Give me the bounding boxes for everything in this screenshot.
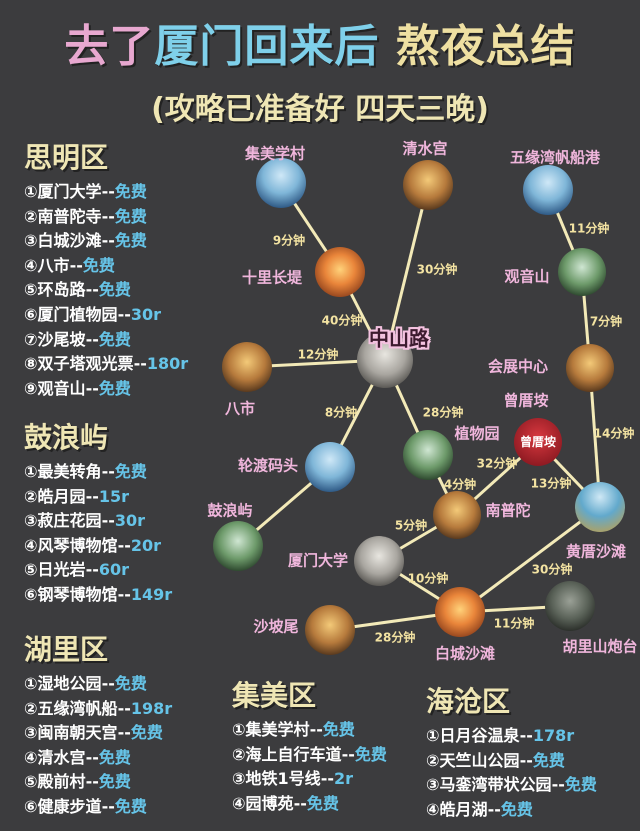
list-item: ①厦门大学--免费 [24, 182, 147, 201]
time-label: 9分钟 [272, 233, 306, 248]
list-item: ④清水宫--免费 [24, 747, 131, 767]
node-label-qingshui: 清水宫 [402, 139, 448, 158]
node-label-huangcuo: 黄厝沙滩 [565, 542, 627, 561]
time-label: 30分钟 [416, 262, 458, 277]
photo-lundu [305, 442, 355, 492]
list-item: ⑦沙尾坡--免费 [24, 329, 131, 349]
node-label-lundu: 轮渡码头 [237, 456, 299, 475]
list-item: ⑤殿前村--免费 [24, 772, 131, 792]
node-label-shili: 十里长堤 [241, 268, 303, 287]
list-item: ④皓月湖--免费 [426, 799, 533, 819]
time-label: 11分钟 [493, 616, 535, 631]
photo-shapowei [305, 605, 355, 655]
list-item: ③菽庄花园--30r [24, 511, 145, 531]
photo-nanputuo [433, 491, 481, 539]
district-title: 鼓浪屿 [24, 421, 109, 454]
node-label-zengcuoan: 曾厝垵 [503, 391, 549, 410]
list-item: ④八市--免费 [24, 255, 115, 275]
district-title: 思明区 [24, 141, 109, 174]
photo-huangcuo [575, 482, 625, 532]
svg-text:曾厝垵: 曾厝垵 [520, 434, 556, 449]
time-label: 8分钟 [324, 405, 358, 420]
node-label-hulishan: 胡里山炮台 [562, 637, 638, 656]
time-label: 14分钟 [593, 426, 635, 441]
district-huli: 湖里区 ①湿地公园--免费 ②五缘湾帆船--198r ③闽南朝天宫--免费 ④清… [24, 628, 172, 820]
node-label-guanyin: 观音山 [504, 267, 550, 286]
district-haicang: 海沧区 ①日月谷温泉--178r ②天竺山公园--免费 ③马銮湾带状公园--免费… [426, 680, 597, 822]
photo-zengcuoan [514, 418, 562, 466]
list-item: ②皓月园--15r [24, 486, 129, 506]
page-subtitle: (攻略已准备好 四天三晚) [151, 92, 489, 127]
hub-label: 中山路 [369, 326, 429, 351]
list-item: ②天竺山公园--免费 [426, 750, 565, 770]
list-item: ⑤日光岩--60r [24, 560, 129, 580]
time-label: 13分钟 [530, 476, 572, 491]
list-item: ④园博苑--免费 [232, 793, 339, 813]
list-item: ⑤环岛路--免费 [24, 280, 131, 300]
district-title: 海沧区 [426, 685, 511, 718]
time-label: 40分钟 [321, 313, 363, 328]
list-item: ①日月谷温泉--178r [426, 726, 575, 745]
photo-guanyin [558, 248, 606, 296]
title-part-2: 厦门回来后 [154, 21, 380, 72]
list-item: ②南普陀寺--免费 [24, 206, 147, 226]
time-label: 12分钟 [297, 347, 339, 362]
photo-qingshui [403, 160, 453, 210]
time-label: 4分钟 [443, 477, 477, 492]
photo-jimei [256, 158, 306, 208]
time-label: 11分钟 [568, 221, 610, 236]
photo-wuyuan [523, 165, 573, 215]
district-jimei: 集美区 ①集美学村--免费 ②海上自行车道--免费 ③地铁1号线--2r ④园博… [232, 674, 387, 816]
list-item: ⑨观音山--免费 [24, 378, 131, 398]
list-item: ②五缘湾帆船--198r [24, 698, 173, 718]
time-label: 28分钟 [374, 630, 416, 645]
time-label: 30分钟 [531, 562, 573, 577]
node-label-zhiwu: 植物园 [454, 424, 500, 443]
photo-shili [315, 247, 365, 297]
list-item: ③马銮湾带状公园--免费 [426, 775, 597, 795]
node-label-baicheng: 白城沙滩 [434, 644, 496, 663]
time-label: 10分钟 [407, 571, 449, 586]
list-item: ⑥健康步道--免费 [24, 796, 147, 816]
node-label-nanputuo: 南普陀 [485, 501, 531, 520]
time-label: 28分钟 [422, 405, 464, 420]
title-part-1: 去了 [64, 21, 155, 72]
photo-baicheng [435, 587, 485, 637]
node-label-shapowei: 沙坡尾 [253, 617, 299, 636]
list-item: ③白城沙滩--免费 [24, 231, 147, 251]
photo-circles [213, 158, 625, 655]
photo-bashi [222, 342, 272, 392]
list-item: ③闽南朝天宫--免费 [24, 723, 163, 743]
list-item: ④风琴博物馆--20r [24, 535, 161, 555]
node-label-xiada: 厦门大学 [287, 551, 349, 570]
list-item: ⑧双子塔观光票--180r [24, 354, 189, 374]
node-label-gulang: 鼓浪屿 [207, 501, 253, 520]
node-label-wuyuan: 五缘湾帆船港 [509, 148, 601, 167]
district-gulangyu: 鼓浪屿 ①最美转角--免费 ②皓月园--15r ③菽庄花园--30r ④风琴博物… [24, 416, 172, 608]
photo-hulishan [545, 581, 595, 631]
photo-xiada [354, 536, 404, 586]
time-label: 32分钟 [476, 456, 518, 471]
time-label: 5分钟 [394, 518, 428, 533]
photo-zhiwu [403, 430, 453, 480]
list-item: ⑥厦门植物园--30r [24, 304, 161, 324]
photo-huizhan [566, 344, 614, 392]
title-part-3: 熬夜总结 [395, 21, 576, 72]
node-label-huizhan: 会展中心 [487, 357, 549, 376]
photo-gulang [213, 521, 263, 571]
photo-hub [357, 332, 413, 388]
district-siming: 思明区 ①厦门大学--免费 ②南普陀寺--免费 ③白城沙滩--免费 ④八市--免… [24, 136, 188, 401]
node-label-bashi: 八市 [224, 399, 256, 418]
list-item: ⑥钢琴博物馆--149r [24, 584, 173, 604]
list-item: ①最美转角--免费 [24, 462, 147, 481]
list-item: ①湿地公园--免费 [24, 674, 147, 693]
list-item: ③地铁1号线--2r [232, 769, 353, 789]
district-title: 湖里区 [24, 633, 109, 666]
node-label-jimei: 集美学村 [244, 144, 306, 163]
list-item: ②海上自行车道--免费 [232, 744, 387, 764]
page-title: 去了厦门回来后 熬夜总结 [0, 10, 640, 74]
list-item: ①集美学村--免费 [232, 720, 355, 739]
time-label: 7分钟 [589, 314, 623, 329]
district-title: 集美区 [232, 679, 317, 712]
